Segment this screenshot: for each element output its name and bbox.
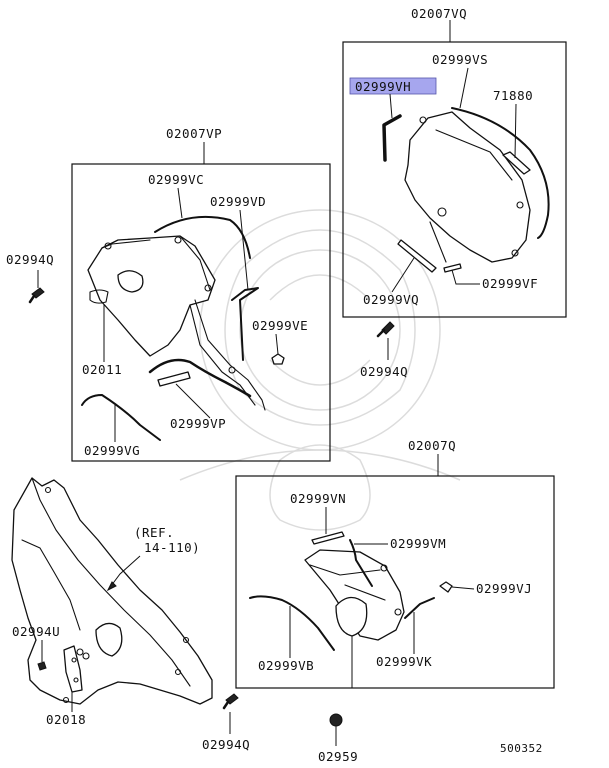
- strip-02999VF: [443, 263, 462, 273]
- label-02999VG: 02999VG: [84, 443, 140, 458]
- group-02007Q: 02007Q 02999VN 02999VM 02999VJ 02999VB 0…: [235, 438, 555, 689]
- label-02007VQ: 02007VQ: [411, 6, 467, 21]
- label-02959: 02959: [318, 749, 358, 764]
- strip-02999VN: [311, 531, 345, 545]
- label-02999VJ: 02999VJ: [476, 581, 532, 596]
- label-02994Q-left: 02994Q: [6, 252, 54, 267]
- label-02007Q: 02007Q: [408, 438, 456, 453]
- label-02999VN: 02999VN: [290, 491, 346, 506]
- label-02999VP: 02999VP: [170, 416, 226, 431]
- upper-cover-02007VQ: [404, 111, 531, 263]
- engine-case: [11, 477, 213, 705]
- watermark-emblem: [179, 209, 461, 531]
- part-71880: [502, 151, 531, 175]
- label-02999VB: 02999VB: [258, 658, 314, 673]
- gasket-02999VB: [249, 595, 335, 651]
- grommet-02999VJ: [439, 581, 453, 593]
- label-02999VF: 02999VF: [482, 276, 538, 291]
- group-02007VQ: 02007VQ 02999VS 02999VH 71880 02999VQ 02…: [342, 6, 567, 318]
- label-02999VK: 02999VK: [376, 654, 432, 669]
- gasket-02999VC: [154, 215, 251, 259]
- label-02999VD: 02999VD: [210, 194, 266, 209]
- gasket-02999VS: [451, 107, 550, 239]
- label-02999VM: 02999VM: [390, 536, 446, 551]
- label-02994Q-bottom: 02994Q: [202, 737, 250, 752]
- label-02994U: 02994U: [12, 624, 60, 639]
- bolt-02994U: [37, 661, 47, 671]
- label-02007VP: 02007VP: [166, 126, 222, 141]
- engine-block: (REF. 14-110) 02994U 02018: [11, 477, 213, 727]
- label-02999VQ-b: 02999VQ: [363, 292, 419, 307]
- grommet-02999VE: [271, 353, 285, 365]
- label-71880: 71880: [493, 88, 533, 103]
- gasket-02999VD: [231, 287, 259, 361]
- seal-02999VH: [382, 114, 402, 162]
- gasket-02999VM: [349, 539, 373, 587]
- box-02007VQ: [342, 41, 567, 318]
- gasket-02999VP: [148, 358, 252, 398]
- gasket-02999VK: [404, 597, 435, 619]
- nut-02959: 02959: [318, 713, 358, 764]
- label-02018: 02018: [46, 712, 86, 727]
- box-02007Q: [235, 475, 555, 689]
- label-02994Q-right: 02994Q: [360, 364, 408, 379]
- bolt-02994Q-left: 02994Q: [6, 252, 54, 304]
- bolt-02994Q-bottom: 02994Q: [202, 693, 250, 752]
- gasket-02999VG: [81, 394, 161, 441]
- group-02007VP: 02007VP 02999VC 02999VD 02999VE 02011 02…: [71, 126, 331, 462]
- strip-02999VQ: [397, 239, 437, 273]
- label-ref-2: 14-110): [144, 540, 200, 555]
- highlight-02999VH: [349, 77, 437, 95]
- bolt-02994Q-right: 02994Q: [360, 321, 408, 379]
- label-02999VS: 02999VS: [432, 52, 488, 67]
- middle-cover-02007VP: [87, 235, 216, 357]
- diagram-number: 500352: [500, 742, 543, 755]
- label-02999VH: 02999VH: [355, 79, 411, 94]
- label-02011: 02011: [82, 362, 122, 377]
- box-02007VP: [71, 163, 331, 462]
- label-02999VE: 02999VE: [252, 318, 308, 333]
- label-02999VC: 02999VC: [148, 172, 204, 187]
- label-ref-1: (REF.: [134, 525, 174, 540]
